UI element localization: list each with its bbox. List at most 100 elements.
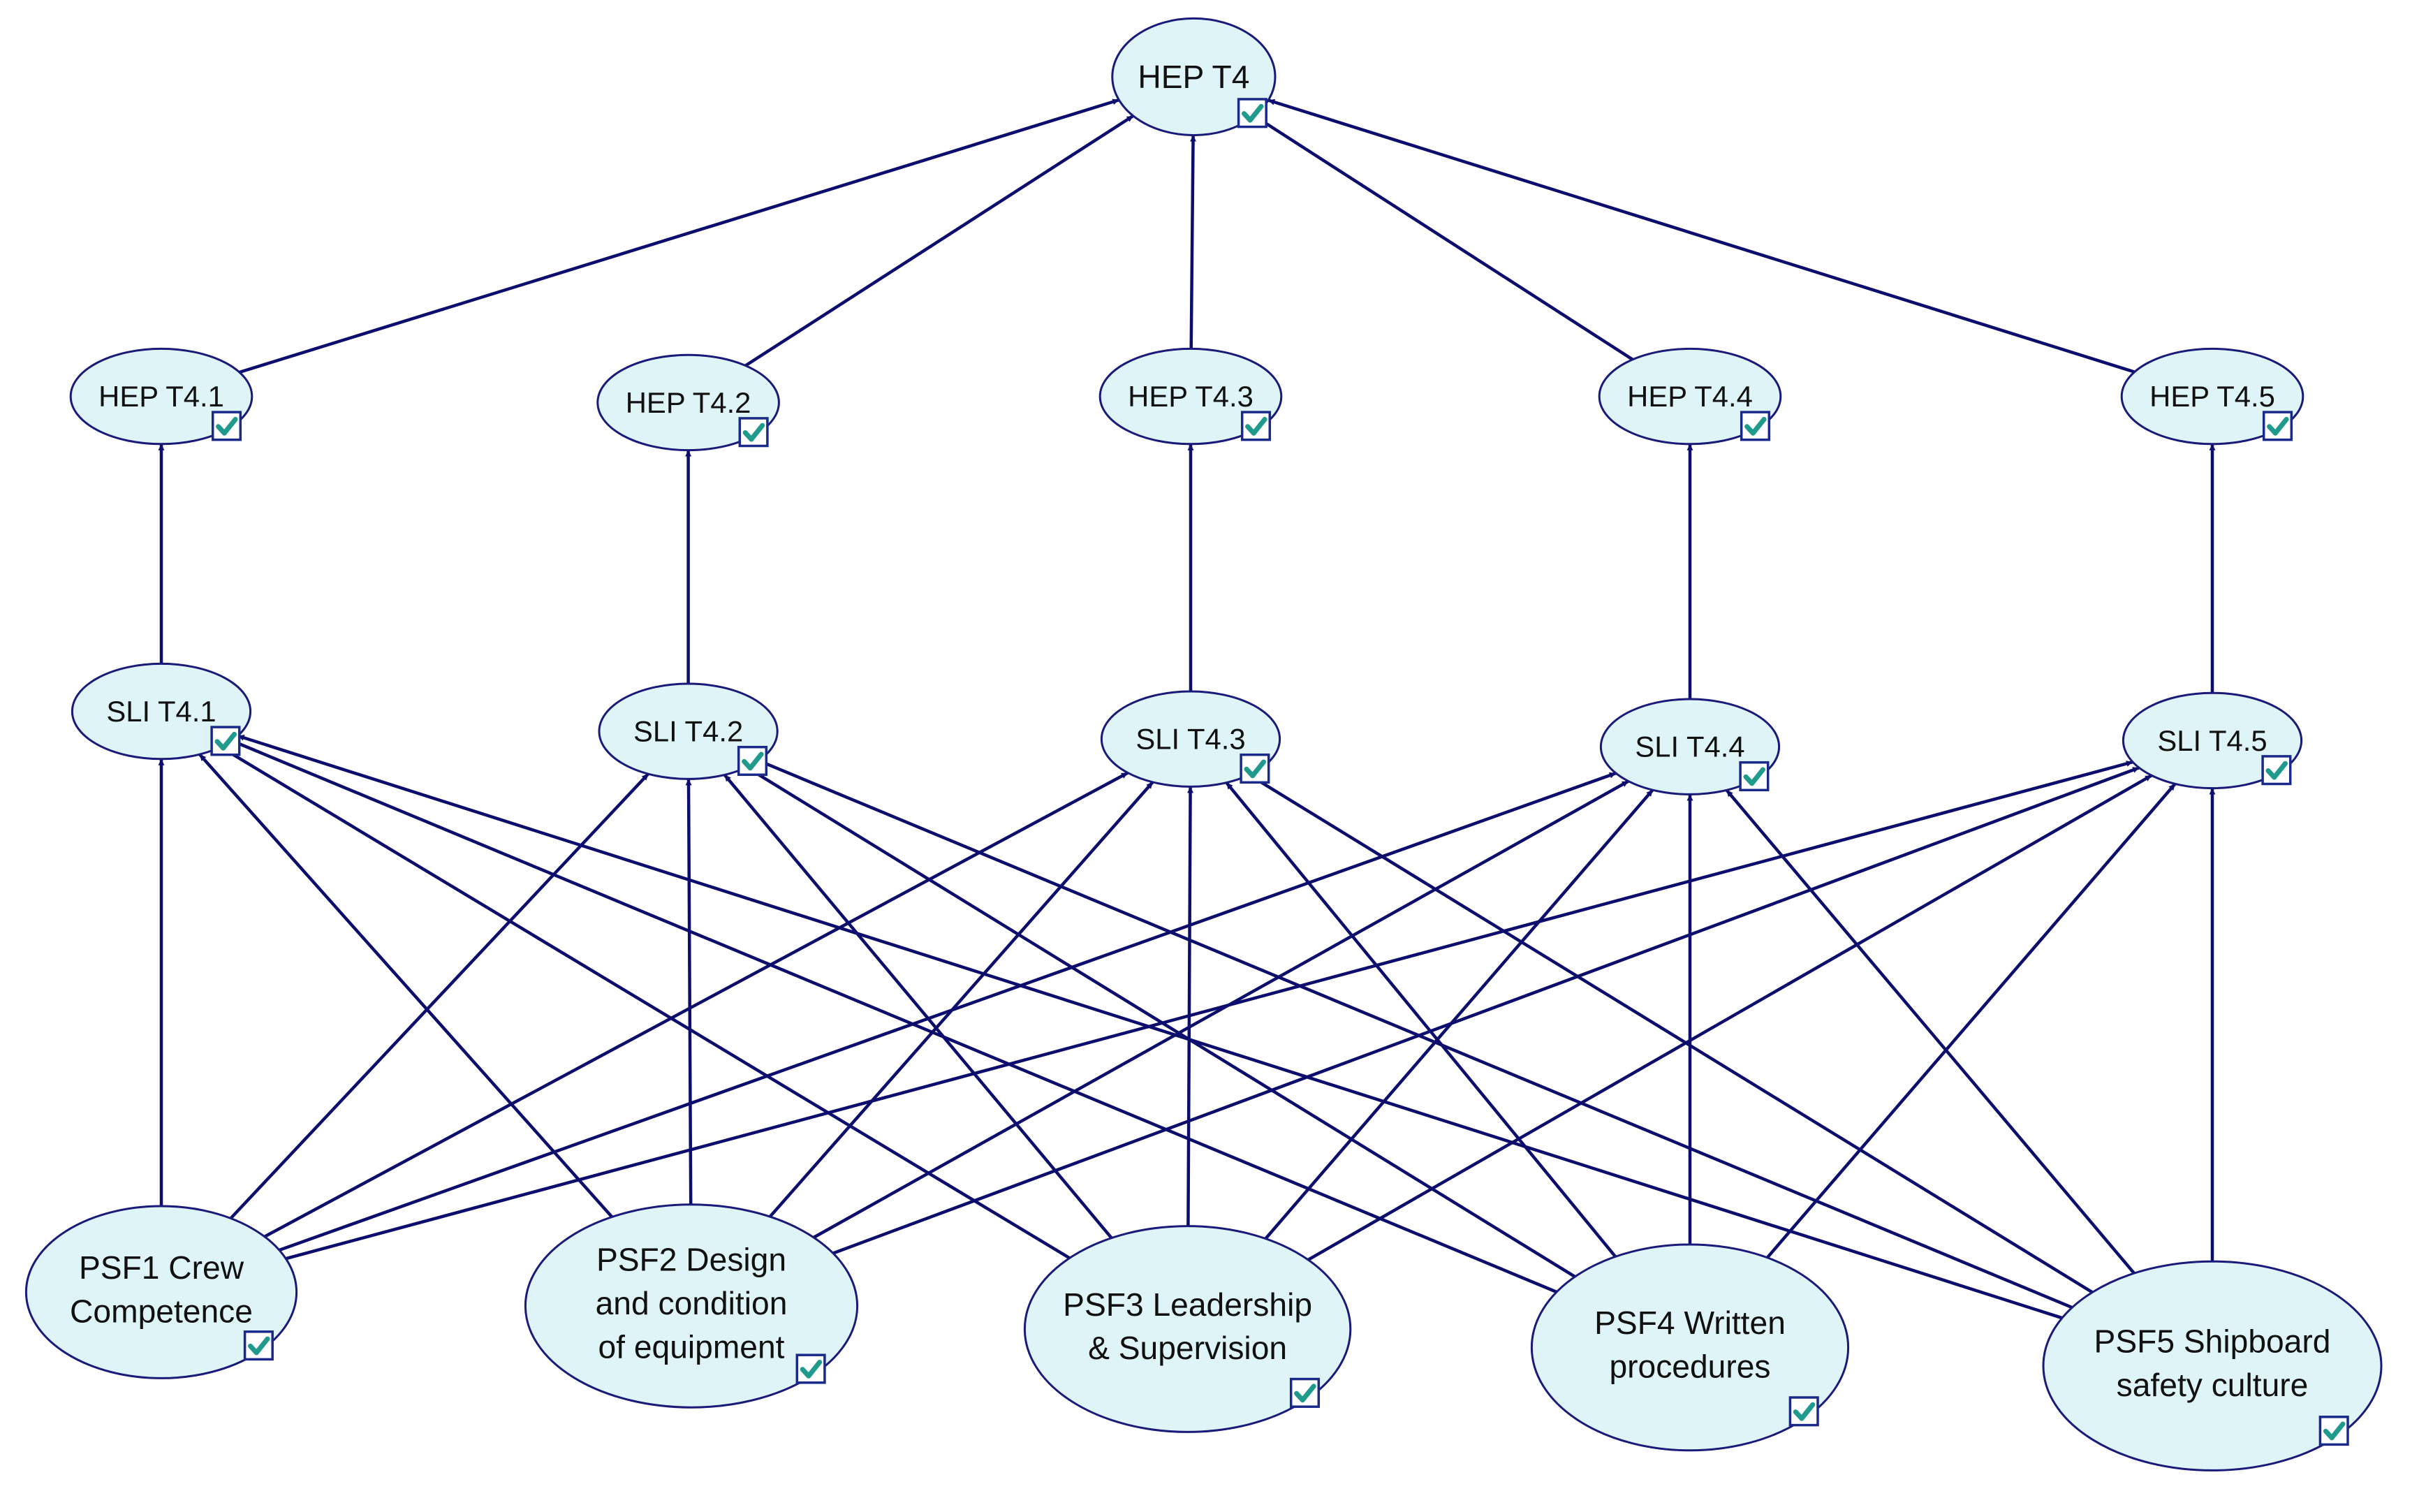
node-ellipse [1599, 698, 1781, 795]
edge-psf5-to-sli-t4-3 [1248, 773, 2094, 1294]
node-label: PSF2 Design [596, 1242, 786, 1278]
node-ellipse [1098, 347, 1283, 446]
node-label: HEP T4.3 [1128, 380, 1254, 413]
node-psf5[interactable]: PSF5 Shipboard safety culture [2042, 1260, 2383, 1471]
edge-hep-t4-1-to-hep-t4 [239, 98, 1119, 374]
checkbox-checked-icon[interactable] [210, 726, 241, 756]
node-ellipse [2122, 691, 2303, 790]
node-hep-t4[interactable]: HEP T4 [1111, 17, 1277, 137]
edges-layer [158, 98, 2216, 1320]
node-label: procedures [1609, 1349, 1770, 1385]
edge-psf4-to-sli-t4-3 [1225, 781, 1617, 1258]
checkbox-checked-icon[interactable] [1788, 1396, 1819, 1427]
edge-psf2-to-sli-t4-1 [198, 753, 613, 1218]
node-ellipse [24, 1205, 298, 1379]
node-ellipse [2042, 1260, 2383, 1471]
node-ellipse [524, 1203, 859, 1409]
checkbox-checked-icon[interactable] [2261, 755, 2292, 786]
node-label: HEP T4.1 [98, 380, 224, 413]
edge-psf2-to-sli-t4-4 [813, 779, 1629, 1239]
edge-psf3-to-sli-t4-4 [1264, 788, 1654, 1240]
node-label: PSF5 Shipboard [2094, 1323, 2331, 1360]
edge-psf3-to-sli-t4-2 [723, 774, 1113, 1240]
checkbox-checked-icon[interactable] [738, 417, 769, 448]
node-ellipse [1100, 690, 1281, 788]
edge-hep-t4-2-to-hep-t4 [744, 115, 1134, 367]
edge-psf5-to-sli-t4-4 [1725, 788, 2135, 1275]
node-label: SLI T4.1 [106, 695, 216, 728]
node-label: HEP T4.4 [1627, 380, 1753, 413]
edge-psf5-to-sli-t4-2 [758, 759, 2073, 1309]
edge-hep-t4-3-to-hep-t4 [1189, 135, 1197, 349]
node-label: HEP T4.2 [626, 386, 751, 419]
edge-psf4-to-sli-t4-5 [1765, 782, 2177, 1259]
edge-psf2-to-sli-t4-2 [685, 779, 693, 1205]
node-label: HEP T4 [1138, 59, 1249, 95]
edge-psf4-to-sli-t4-1 [230, 739, 1557, 1294]
node-label: PSF3 Leadership [1063, 1286, 1312, 1323]
edge-psf3-to-sli-t4-1 [219, 745, 1071, 1260]
node-ellipse [71, 662, 252, 761]
node-label: SLI T4.3 [1135, 723, 1245, 756]
checkbox-checked-icon[interactable] [1240, 411, 1272, 441]
edge-psf1-to-sli-t4-4 [279, 771, 1617, 1252]
checkbox-checked-icon[interactable] [243, 1330, 274, 1361]
node-sli-t4-4[interactable]: SLI T4.4 [1599, 698, 1781, 795]
node-label: SLI T4.2 [633, 715, 743, 748]
edge-psf2-to-sli-t4-3 [768, 781, 1154, 1218]
node-psf4[interactable]: PSF4 Written procedures [1530, 1243, 1850, 1452]
node-label: PSF1 Crew [79, 1249, 244, 1286]
node-label: safety culture [2117, 1367, 2309, 1403]
node-psf3[interactable]: PSF3 Leadership & Supervision [1023, 1225, 1352, 1433]
node-hep-t4-1[interactable]: HEP T4.1 [69, 347, 253, 446]
node-sli-t4-2[interactable]: SLI T4.2 [598, 682, 779, 780]
node-label: HEP T4.5 [2149, 380, 2275, 413]
node-ellipse [69, 347, 253, 446]
node-ellipse [1598, 347, 1782, 446]
checkbox-checked-icon[interactable] [1740, 411, 1771, 441]
node-label: and condition [596, 1285, 788, 1321]
checkbox-checked-icon[interactable] [2318, 1416, 2349, 1446]
node-ellipse [598, 682, 779, 780]
node-ellipse [1530, 1243, 1850, 1452]
edge-hep-t4-5-to-hep-t4 [1267, 98, 2135, 374]
node-hep-t4-3[interactable]: HEP T4.3 [1098, 347, 1283, 446]
node-hep-t4-2[interactable]: HEP T4.2 [596, 353, 780, 452]
checkbox-checked-icon[interactable] [2262, 411, 2293, 441]
node-ellipse [2120, 347, 2304, 446]
checkbox-checked-icon[interactable] [1289, 1377, 1321, 1408]
edge-hep-t4-4-to-hep-t4 [1253, 115, 1634, 361]
node-hep-t4-4[interactable]: HEP T4.4 [1598, 347, 1782, 446]
edge-psf1-to-sli-t4-2 [229, 772, 649, 1220]
node-sli-t4-5[interactable]: SLI T4.5 [2122, 691, 2303, 790]
edge-psf5-to-sli-t4-1 [237, 734, 2063, 1320]
node-ellipse [1111, 17, 1277, 137]
edge-psf3-to-sli-t4-3 [1186, 786, 1194, 1226]
node-label: PSF4 Written [1594, 1305, 1786, 1341]
node-hep-t4-5[interactable]: HEP T4.5 [2120, 347, 2304, 446]
node-label: & Supervision [1088, 1330, 1287, 1366]
nodes-layer: HEP T4 HEP T4.1 HEP T4.2 HEP T4.3 HEP T4.4 HE… [24, 17, 2383, 1471]
node-ellipse [1023, 1225, 1352, 1433]
node-sli-t4-3[interactable]: SLI T4.3 [1100, 690, 1281, 788]
edge-psf1-to-sli-t4-3 [263, 771, 1129, 1238]
checkbox-checked-icon[interactable] [737, 745, 768, 777]
node-sli-t4-1[interactable]: SLI T4.1 [71, 662, 252, 761]
checkbox-checked-icon[interactable] [1240, 753, 1270, 784]
edge-psf1-to-sli-t4-5 [285, 760, 2133, 1261]
checkbox-checked-icon[interactable] [211, 411, 242, 441]
checkbox-checked-icon[interactable] [1739, 761, 1770, 792]
checkbox-checked-icon[interactable] [795, 1353, 826, 1384]
node-label: SLI T4.4 [1635, 731, 1744, 763]
node-label: SLI T4.5 [2157, 724, 2267, 757]
node-label: Competence [70, 1293, 253, 1329]
edge-psf4-to-sli-t4-2 [746, 765, 1576, 1279]
node-ellipse [596, 353, 780, 452]
edge-psf2-to-sli-t4-5 [832, 766, 2140, 1255]
checkbox-checked-icon[interactable] [1237, 98, 1267, 129]
edge-psf3-to-sli-t4-5 [1307, 774, 2153, 1261]
